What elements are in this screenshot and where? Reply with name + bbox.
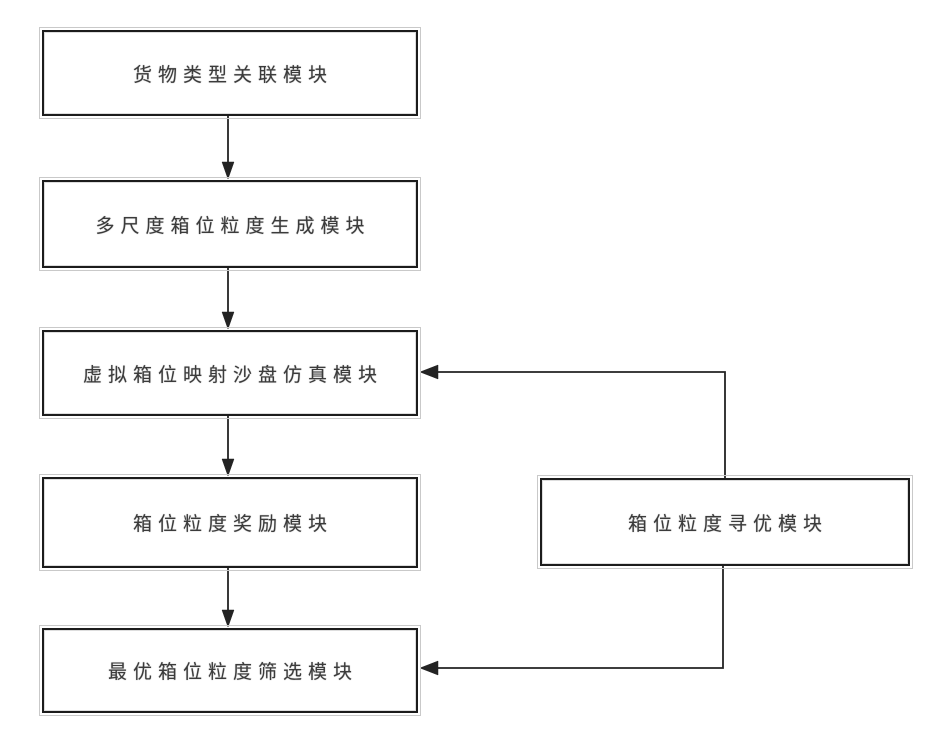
flow-box-label: 最优箱位粒度筛选模块 — [107, 661, 358, 683]
flow-box-label: 箱位粒度奖励模块 — [132, 513, 333, 535]
flow-box-bin-granularity-optimization: 箱位粒度寻优模块 — [537, 475, 913, 569]
flow-box-goods-type-association: 货物类型关联模块 — [39, 27, 421, 119]
flow-box-label: 箱位粒度寻优模块 — [627, 512, 828, 535]
flow-box-multiscale-bin-granularity-generation: 多尺度箱位粒度生成模块 — [39, 177, 421, 271]
flow-box-bin-granularity-reward: 箱位粒度奖励模块 — [39, 474, 421, 571]
flow-box-label: 虚拟箱位映射沙盘仿真模块 — [82, 363, 383, 386]
arrow-box4-to-box5 — [221, 568, 235, 628]
arrow-box6-to-box3 — [419, 364, 726, 478]
arrow-box2-to-box3 — [221, 268, 235, 330]
flow-box-optimal-bin-granularity-screening: 最优箱位粒度筛选模块 — [39, 625, 421, 716]
flow-box-virtual-bin-mapping-sandbox-simulation: 虚拟箱位映射沙盘仿真模块 — [39, 327, 421, 419]
flow-box-label: 多尺度箱位粒度生成模块 — [95, 214, 371, 237]
flow-box-label: 货物类型关联模块 — [132, 63, 333, 86]
arrow-box6-to-box5 — [419, 566, 724, 676]
arrow-box3-to-box4 — [221, 416, 235, 477]
arrow-box1-to-box2 — [221, 116, 235, 180]
